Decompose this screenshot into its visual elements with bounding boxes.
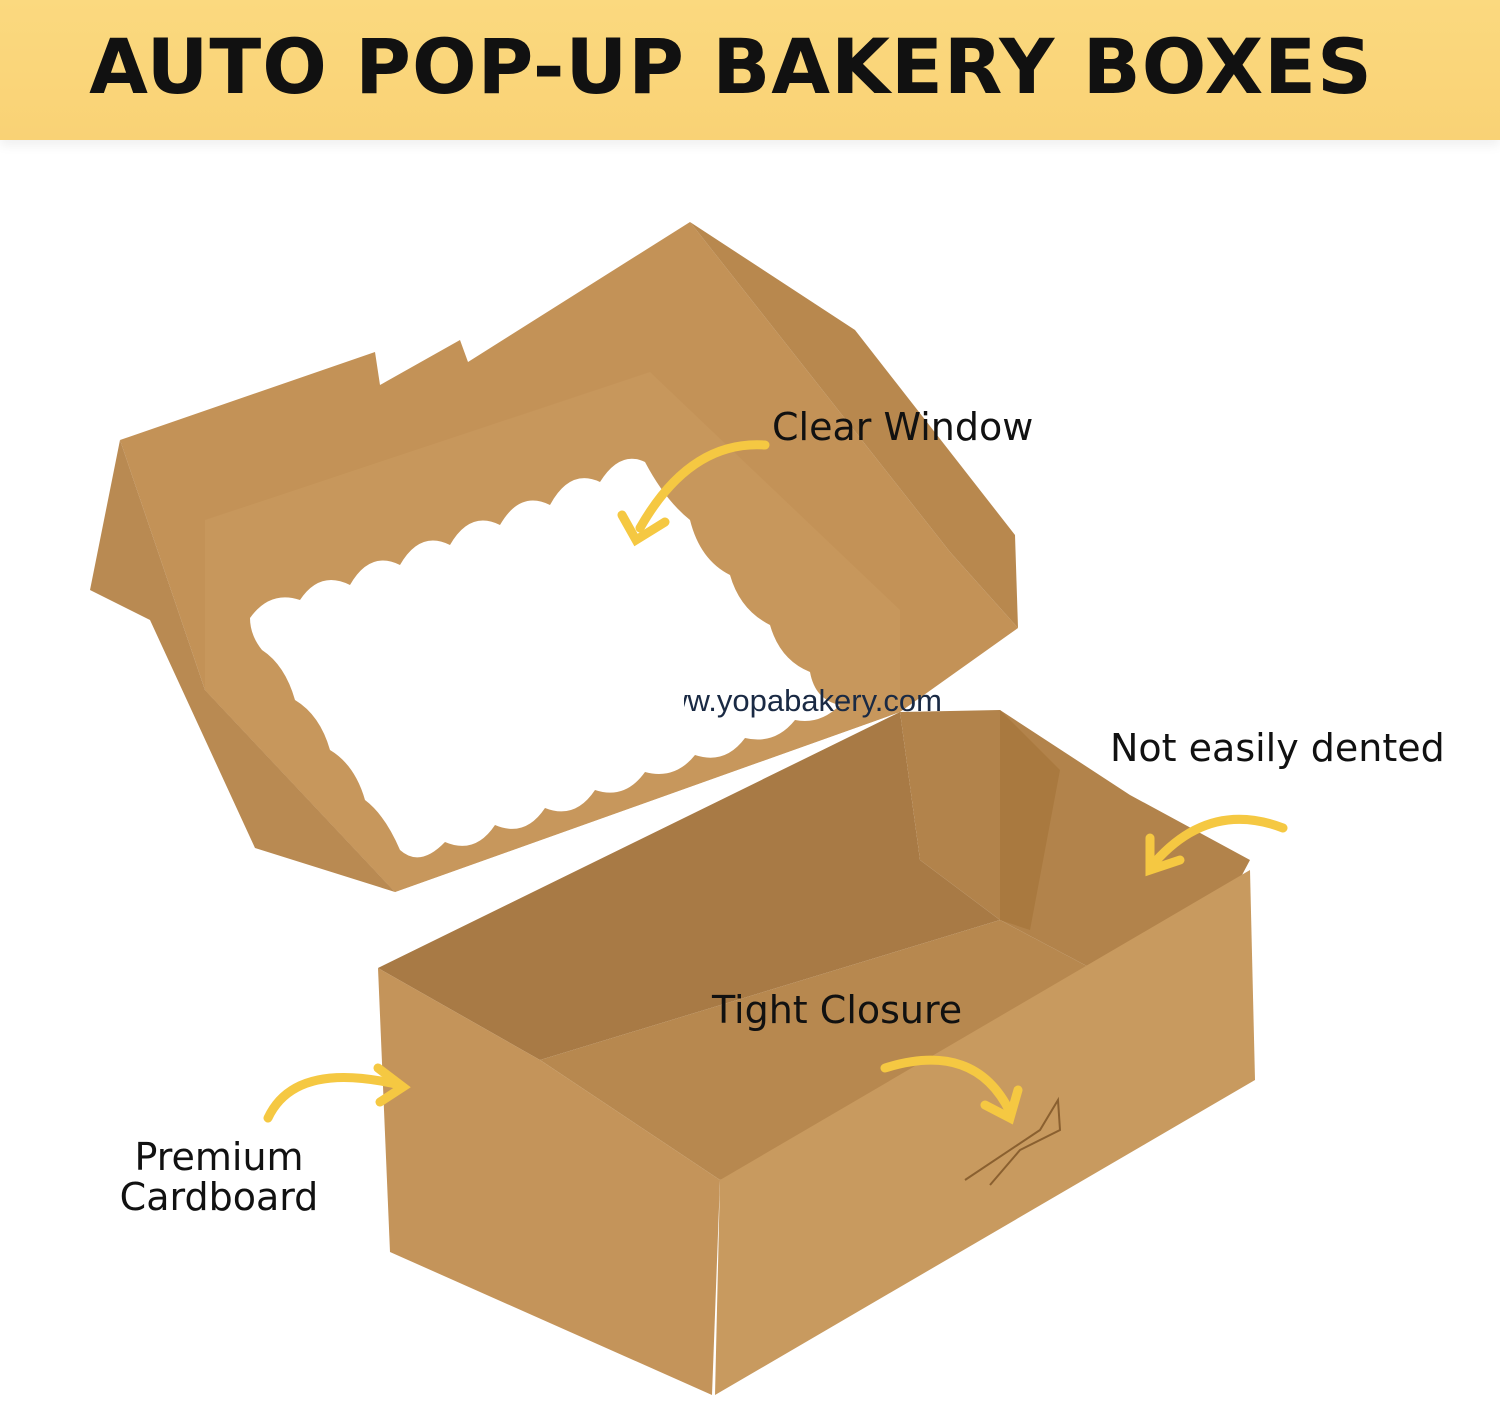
premium-cardboard-arrow [263,1063,411,1123]
not-easily-dented-label: Not easily dented [1110,726,1445,770]
box-body [378,710,1255,1395]
box-lid [90,222,1018,892]
clear-window-label: Clear Window [772,405,1034,449]
tight-closure-label: Tight Closure [712,988,963,1032]
title-banner: AUTO POP-UP BAKERY BOXES [0,0,1500,140]
clear-window-arrow [617,440,770,547]
not-easily-dented-arrow [1145,814,1288,877]
tight-closure-arrow [880,1055,1023,1125]
premium-cardboard-label-line2: Cardboard [119,1175,319,1219]
watermark-text: www.yopabakery.com [684,683,942,718]
clear-window-cutout [250,458,840,858]
page-title: AUTO POP-UP BAKERY BOXES [89,22,1373,111]
premium-cardboard-label-line1: Premium [134,1135,304,1179]
